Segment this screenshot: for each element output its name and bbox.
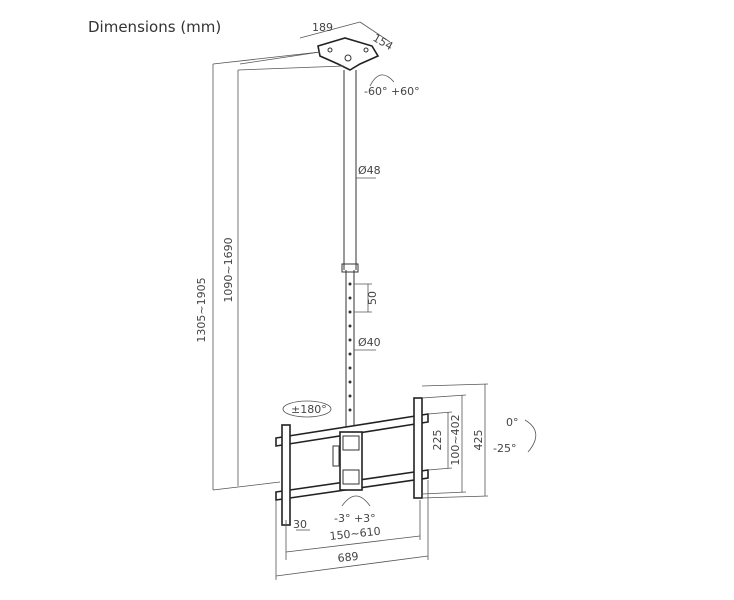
upper-diameter-label: Ø48 (358, 164, 381, 177)
tilt-arrow-icon (524, 419, 537, 453)
ceiling-plate (239, 21, 391, 71)
hole-spacing-label: 50 (366, 291, 379, 305)
vesa-height-range-label: 100~402 (449, 414, 462, 465)
swivel-label: -60° +60° (364, 85, 420, 98)
bracket-height-label: 425 (472, 430, 485, 451)
rail-offset-label: 30 (293, 518, 307, 531)
total-height-label: 1305~1905 (195, 277, 208, 342)
tilt-top-label: 0° (506, 416, 519, 429)
vesa-width-range-label: 150~610 (329, 525, 381, 543)
rotation-label: ±180° (291, 403, 327, 416)
swivel-arrow-icon (369, 74, 395, 87)
rotation-arrow-icon (282, 400, 332, 418)
vesa-height-min-label: 225 (431, 430, 444, 451)
bracket-width-label: 689 (337, 550, 359, 565)
lower-diameter-label: Ø40 (358, 336, 381, 349)
pole (341, 70, 359, 430)
plate-width-label: 189 (312, 21, 333, 34)
pole-height-label: 1090~1690 (222, 237, 235, 302)
level-adjust-label: -3° +3° (334, 512, 376, 525)
tilt-bottom-label: -25° (493, 442, 516, 455)
level-arrow-icon (341, 495, 371, 507)
tv-bracket (275, 397, 429, 526)
diagram-title: Dimensions (mm) (88, 18, 222, 36)
